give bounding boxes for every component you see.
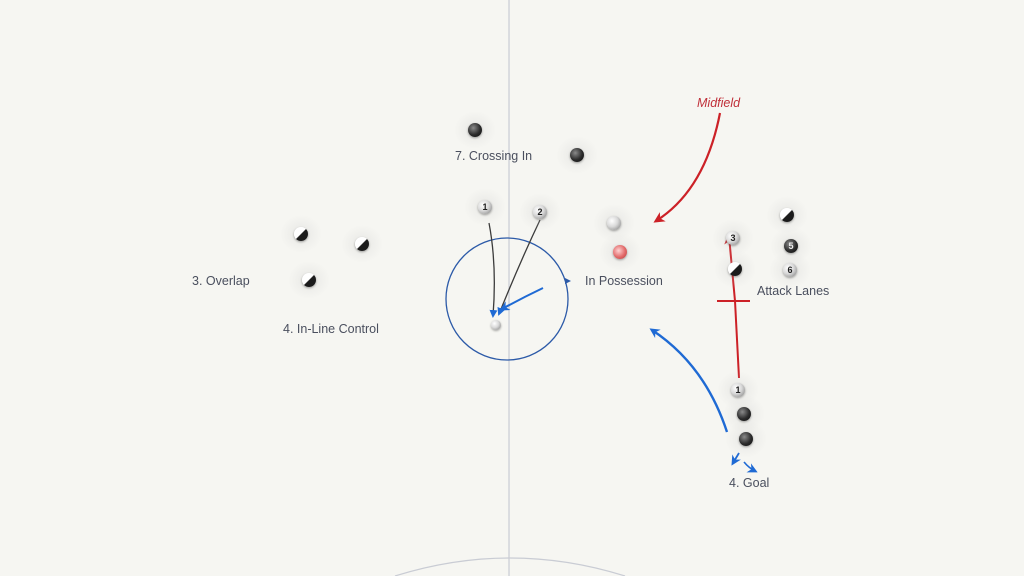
blue-arrow-possession (649, 328, 729, 433)
player-token[interactable] (556, 136, 598, 174)
player-token[interactable] (593, 204, 635, 242)
run-line-left (488, 222, 498, 318)
blue-arrow-goal-right (743, 461, 758, 473)
player-token[interactable]: 6 (769, 251, 811, 289)
ball[interactable] (491, 320, 501, 330)
possession-pointer (565, 278, 571, 284)
possession-label: In Possession (585, 274, 663, 288)
cross-in-title: 7. Crossing In (455, 149, 533, 163)
player-token[interactable]: 1 (464, 188, 506, 226)
player-token-in-possession[interactable] (599, 233, 641, 271)
player-token[interactable] (454, 111, 496, 149)
player-token[interactable]: 5 (770, 227, 812, 265)
player-token[interactable] (766, 196, 808, 234)
player-token[interactable] (723, 395, 765, 433)
player-token[interactable] (725, 420, 767, 458)
player-token[interactable] (714, 250, 756, 288)
red-arrow-midfield (653, 112, 722, 223)
midfield-label: Midfield (697, 96, 741, 110)
player-token[interactable]: 1 (717, 371, 759, 409)
attack-lanes-label: Attack Lanes (757, 284, 830, 298)
player-token[interactable] (288, 261, 330, 299)
bottom-arc (394, 557, 626, 576)
goal-label: 4. Goal (729, 476, 770, 490)
blue-pass-arrow-center (499, 287, 544, 311)
player-token[interactable] (341, 225, 383, 263)
player-token[interactable] (280, 215, 322, 253)
center-circle (445, 237, 569, 361)
line-control-label: 4. In-Line Control (283, 322, 379, 336)
blue-arrow-goal-left (731, 452, 741, 466)
player-token[interactable]: 3 (712, 219, 754, 257)
player-token[interactable]: 2 (519, 193, 561, 231)
overlap-label: 3. Overlap (192, 274, 250, 288)
